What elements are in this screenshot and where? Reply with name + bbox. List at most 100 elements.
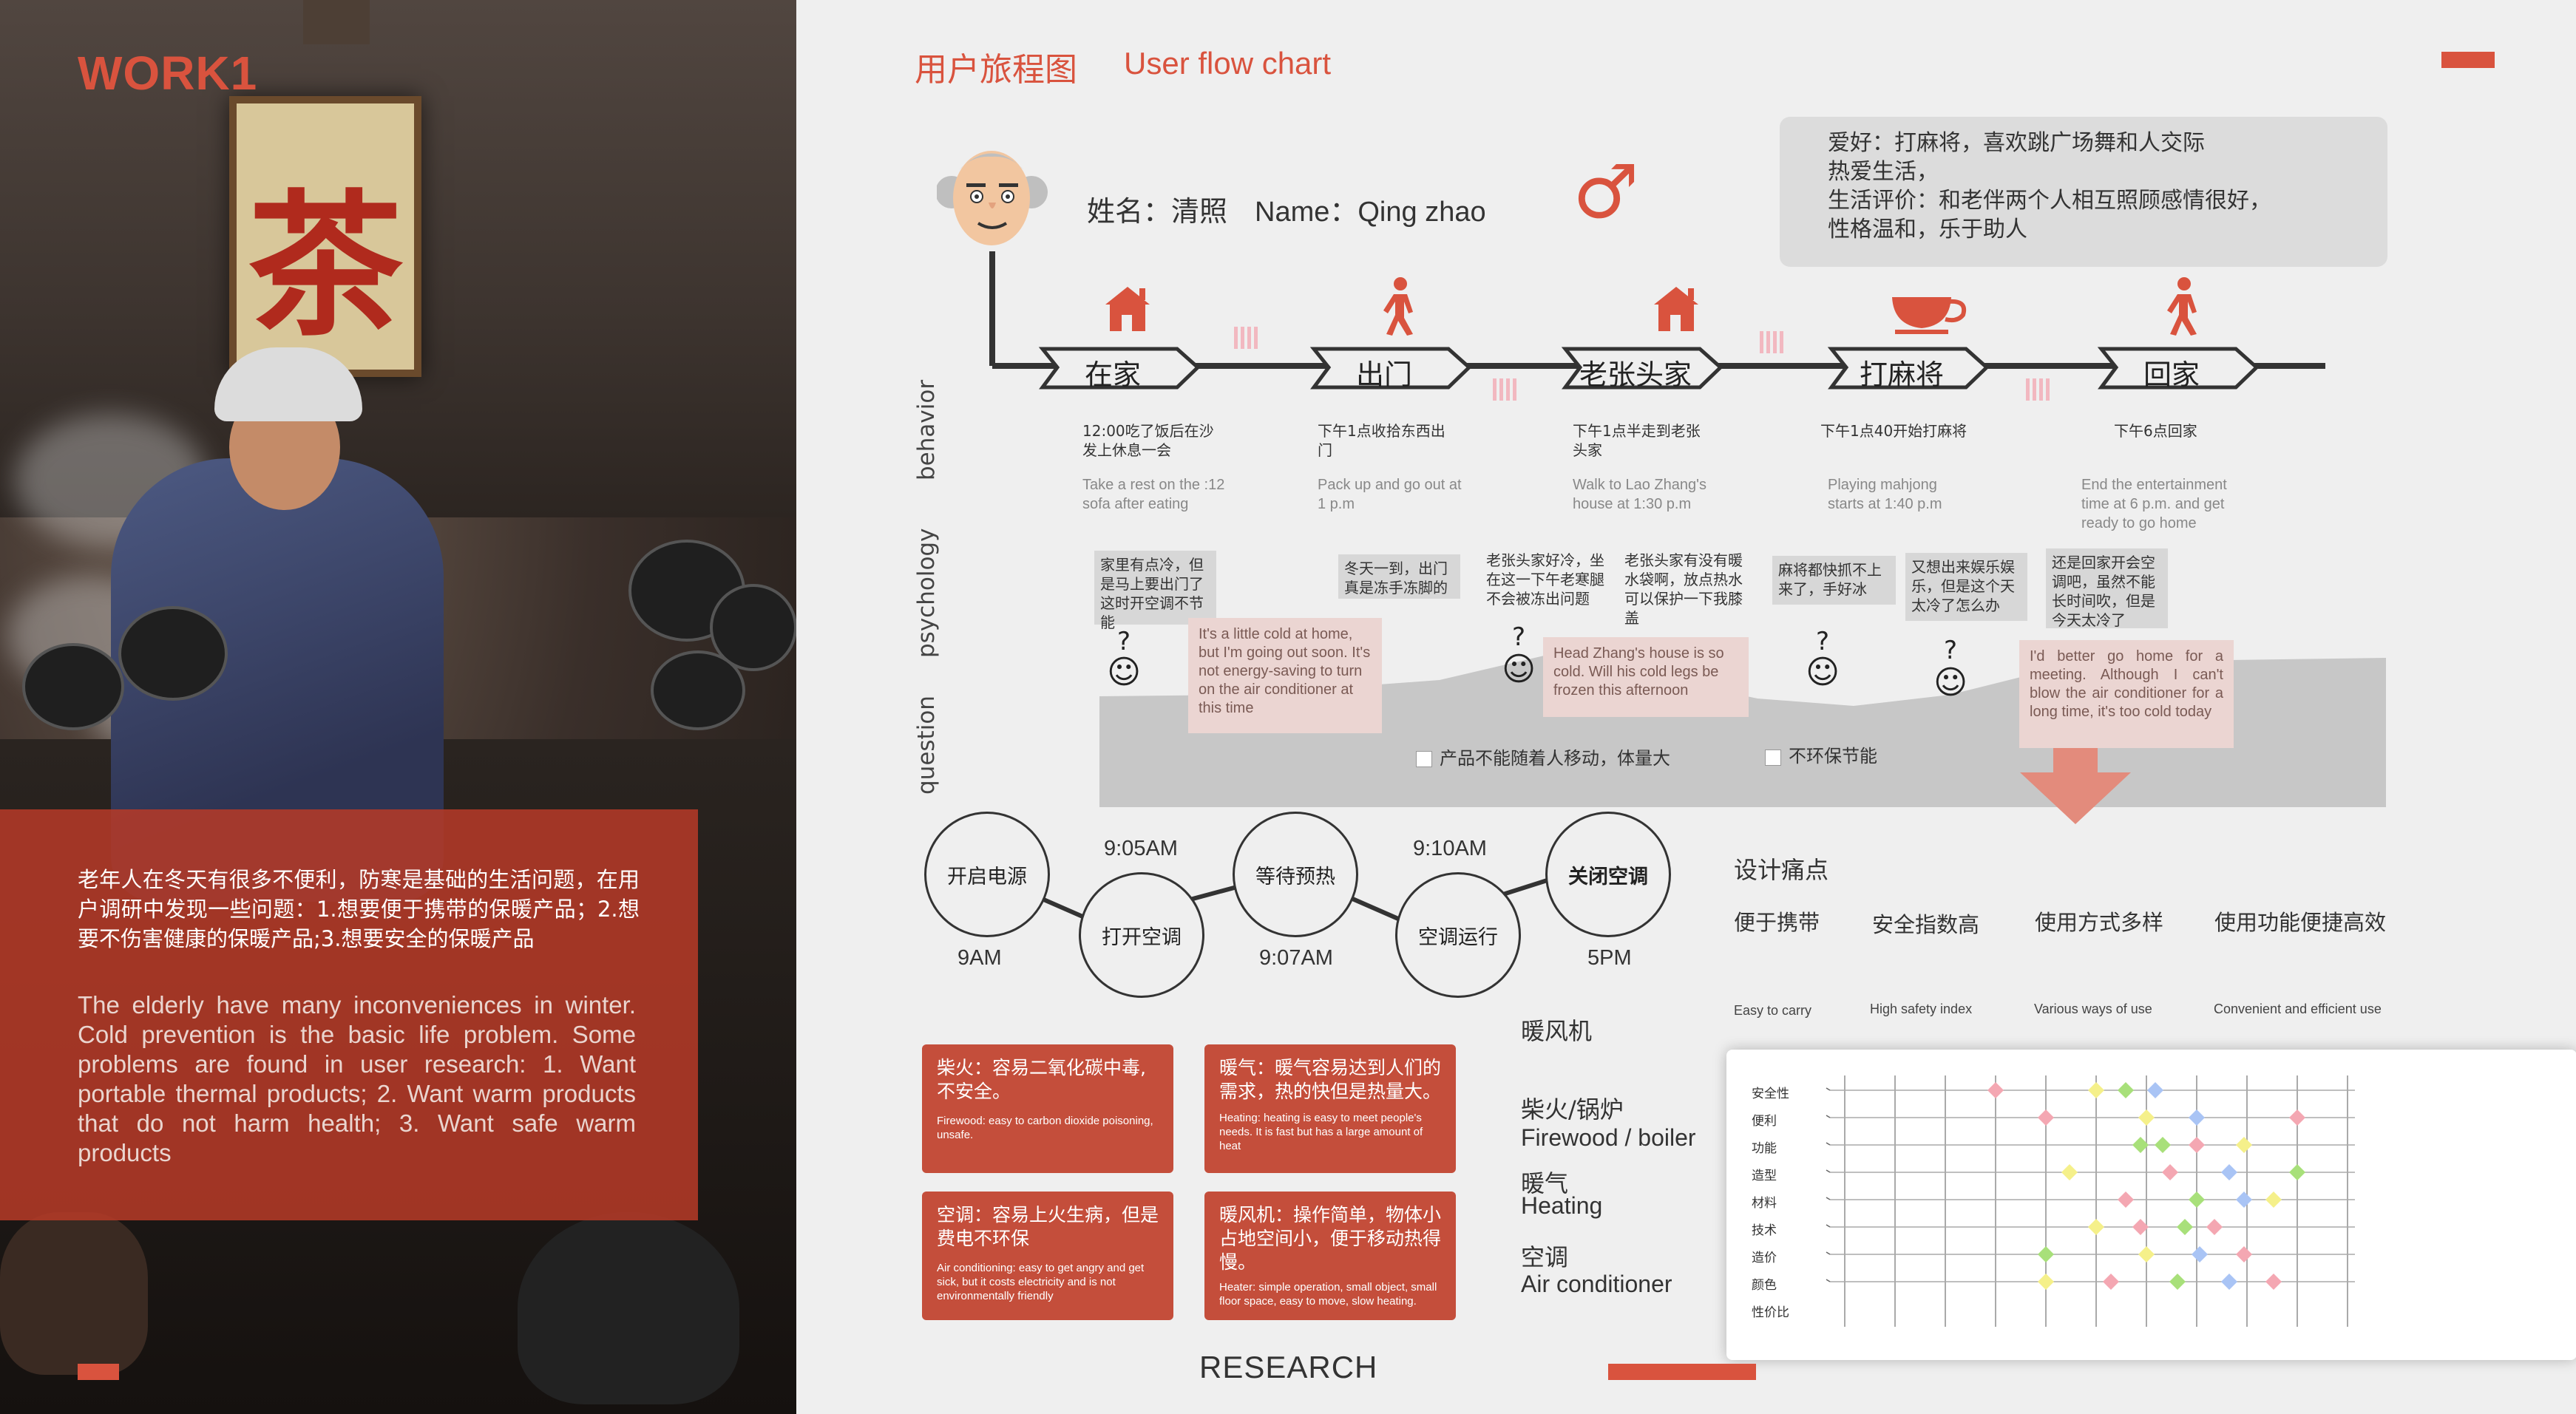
question-mark: ?	[1815, 627, 1830, 656]
matrix-diamond	[2289, 1164, 2305, 1180]
matrix-diamond	[2189, 1137, 2205, 1153]
evaluation-matrix: 安全性 便利 功能 造型 材料 技术 造价 颜色 性价比	[1726, 1050, 2576, 1360]
thought-text: 老张头家好冷，坐在这一下午老寒腿不会被冻出问题	[1486, 551, 1604, 608]
matrix-diamond	[2061, 1164, 2078, 1180]
thought-bubble: 家里有点冷，但是马上要出门了这时开空调不节能	[1094, 551, 1216, 631]
heater-card: 柴火：容易二氧化碳中毒,不安全。 Firewood: easy to carbo…	[922, 1044, 1173, 1173]
stage-desc-cn: 下午1点半走到老张头家	[1573, 422, 1701, 459]
intro-box	[0, 809, 698, 1220]
tea-sign: 茶	[229, 96, 421, 377]
card-text-en: Firewood: easy to carbon dioxide poisoni…	[937, 1115, 1153, 1141]
axis-label-behavior: behavior	[913, 379, 940, 480]
stage-label: 出门	[1355, 358, 1412, 391]
pain-item-en: High safety index	[1870, 1002, 1973, 1016]
pain-title: 设计痛点	[1734, 856, 1829, 884]
matrix-diamond	[2221, 1274, 2237, 1290]
matrix-diamond	[2118, 1192, 2134, 1208]
matrix-row-label: 颜色	[1752, 1278, 1777, 1293]
thought-bubble: 又想出来娱乐娱乐，但是这个天太冷了怎么办	[1905, 553, 2027, 621]
smiley-icon: ☺	[1502, 650, 1536, 688]
stage-desc-cn: 下午1点收拾东西出门	[1318, 422, 1445, 459]
persona-info-box	[1780, 117, 2387, 267]
matrix-diamond	[2132, 1137, 2149, 1153]
question-mark: ?	[1116, 627, 1131, 656]
matrix-diamond	[2265, 1192, 2282, 1208]
matrix-diamond	[2147, 1082, 2163, 1098]
pain-item-cn: 使用功能便捷高效	[2214, 910, 2387, 935]
matrix-row-label: 造价	[1752, 1251, 1777, 1265]
checkbox[interactable]	[1765, 750, 1781, 766]
heater-card: 暖风机：操作简单，物体小占地空间小，便于移动热得慢。 Heater: simpl…	[1204, 1192, 1456, 1320]
process-time: 9:07AM	[1259, 946, 1333, 970]
matrix-diamond	[2289, 1109, 2305, 1126]
matrix-row-label: 便利	[1752, 1114, 1777, 1129]
matrix-diamond	[2038, 1246, 2054, 1262]
question-mark: ?	[1511, 622, 1526, 652]
matrix-diamond	[2155, 1137, 2171, 1153]
page-title-en: User flow chart	[1124, 46, 1332, 81]
thought-bubble: 冬天一到，出门真是冻手冻脚的	[1338, 554, 1460, 599]
down-arrow-icon	[2020, 724, 2131, 824]
work-title: WORK1	[78, 47, 258, 100]
heater-label-cn: 柴火/锅炉	[1521, 1095, 1624, 1124]
stage-desc-en: Playing mahjong starts at 1:40 p.m	[1828, 477, 1942, 512]
stage-desc-en: Pack up and go out at 1 p.m	[1318, 477, 1462, 512]
pain-item-en: Easy to carry	[1734, 1003, 1812, 1018]
process-step: 等待预热	[1233, 812, 1358, 937]
accent-bar	[1608, 1364, 1756, 1380]
accent-bar	[78, 1364, 119, 1380]
section-label: RESEARCH	[1199, 1350, 1378, 1384]
persona-name-en: Name：Qing zhao	[1255, 197, 1486, 228]
matrix-diamond	[2138, 1109, 2155, 1126]
stage-desc-cn: 下午1点40开始打麻将	[1820, 422, 1967, 440]
stage-desc-cn: 下午6点回家	[2114, 422, 2197, 440]
matrix-row-label: 功能	[1752, 1141, 1777, 1156]
tea-sign-char: 茶	[247, 174, 403, 357]
matrix-row-label: 材料	[1752, 1196, 1777, 1211]
heater-label-en: Air conditioner	[1521, 1271, 1672, 1297]
question-text: 产品不能随着人移动，体量大	[1440, 748, 1670, 769]
matrix-row-label: 技术	[1752, 1223, 1777, 1238]
heater-label-en: Heating	[1521, 1192, 1603, 1219]
heater-card: 空调：容易上火生病，但是费电不环保 Air conditioning: easy…	[922, 1192, 1173, 1320]
matrix-diamond	[2103, 1274, 2119, 1290]
thought-bubble: 还是回家开会空调吧，虽然不能长时间吹，但是今天太冷了	[2046, 548, 2168, 629]
heater-label-en: Firewood / boiler	[1521, 1124, 1696, 1151]
question-mark: ?	[1943, 636, 1958, 665]
process-step: 打开空调	[1079, 872, 1204, 998]
matrix-diamond	[2236, 1192, 2252, 1208]
avatar-icon	[937, 151, 1048, 245]
right-panel: 用户旅程图 User flow chart 姓名：清照 Name：Qing zh…	[796, 0, 2576, 1414]
pain-item-cn: 安全指数高	[1872, 912, 1980, 937]
heater-label-cn: 空调	[1521, 1243, 1569, 1271]
kettle	[651, 650, 745, 730]
kettle	[22, 643, 124, 730]
process-time: 9AM	[957, 946, 1002, 970]
kettle	[118, 606, 228, 701]
matrix-row-label: 性价比	[1752, 1305, 1789, 1320]
matrix-row-label: 安全性	[1752, 1087, 1789, 1101]
matrix-diamond	[2236, 1246, 2252, 1262]
stage-desc-en: End the entertainment time at 6 p.m. and…	[2081, 477, 2227, 531]
matrix-diamond	[2132, 1219, 2149, 1235]
stage-desc-en: Walk to Lao Zhang's house at 1:30 p.m	[1573, 477, 1706, 512]
persona-info-line: 生活评价：和老伴两个人相互照顾感情很好，	[1828, 188, 2271, 214]
stage-desc-en: Take a rest on the :12 sofa after eating	[1082, 477, 1225, 512]
matrix-diamond	[2088, 1219, 2104, 1235]
axis-label-psychology: psychology	[913, 528, 940, 658]
stage-desc-cn: 12:00吃了饭后在沙发上休息一会	[1082, 422, 1214, 459]
checkbox[interactable]	[1416, 751, 1432, 767]
stage-label: 老张头家	[1579, 358, 1692, 391]
man-cap	[214, 347, 362, 421]
thought-bubble-en: I'd better go home for a meeting. Althou…	[2019, 640, 2234, 748]
matrix-diamond	[2189, 1192, 2205, 1208]
thought-bubble-en: Head Zhang's house is so cold. Will his …	[1543, 637, 1749, 717]
intro-text-cn: 老年人在冬天有很多不便利，防寒是基础的生活问题，在用户调研中发现一些问题：1.想…	[78, 867, 640, 951]
persona-info-line: 性格温和，乐于助人	[1828, 217, 2027, 242]
pain-item-cn: 使用方式多样	[2035, 910, 2164, 935]
matrix-diamond	[2118, 1082, 2134, 1098]
matrix-diamond	[2088, 1082, 2104, 1098]
floor-kettle	[0, 1212, 148, 1375]
matrix-grid	[1826, 1075, 2355, 1327]
male-gender-icon: ♂	[1573, 149, 1639, 235]
